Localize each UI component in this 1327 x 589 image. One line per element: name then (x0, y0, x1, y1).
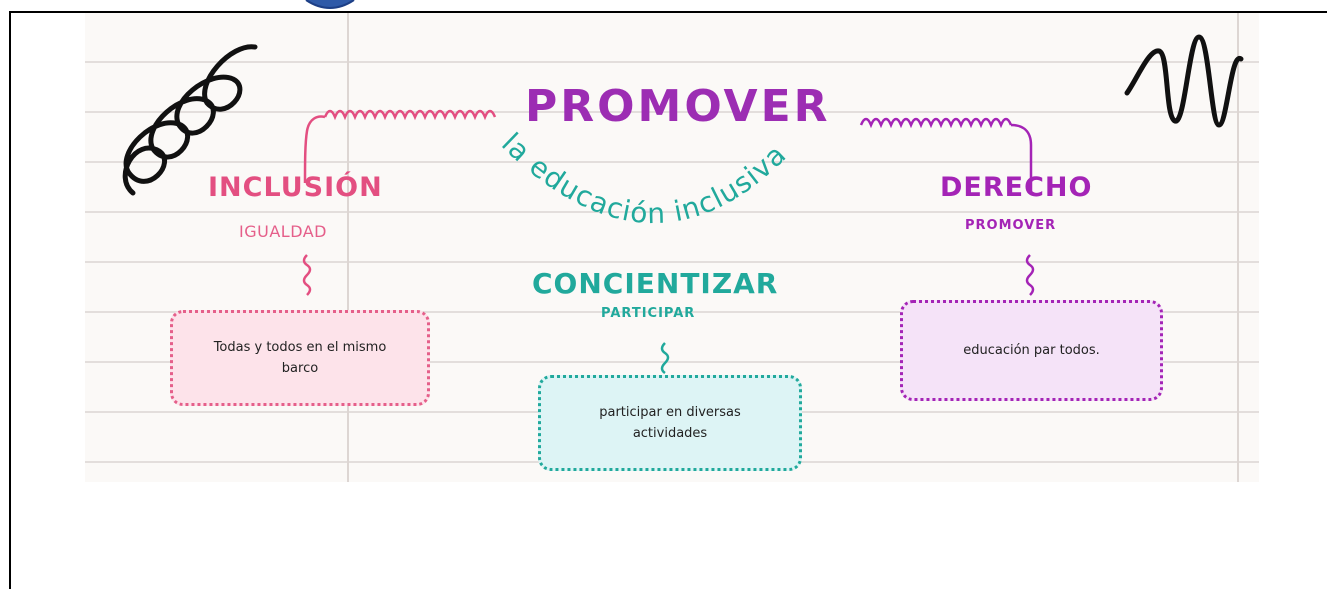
page-frame-left (9, 11, 11, 589)
curly-connector-right (1010, 123, 1033, 191)
curly-connector-right-coil (859, 117, 1013, 129)
notebook-margin-line (347, 13, 349, 482)
curly-connector-center (660, 342, 670, 375)
loop-scribble (122, 44, 258, 196)
center-node-heading: CONCIENTIZAR (532, 267, 779, 300)
mindmap-canvas: la educación inclusiva PROMOVER INCLUSIÓ… (85, 13, 1259, 482)
decorations-layer: la educación inclusiva (122, 34, 1244, 375)
center-node-sub: PARTICIPAR (601, 306, 696, 321)
curly-connector-left-coil (323, 109, 497, 121)
left-node-box-text: Todas y todos en el mismo barco (213, 340, 387, 376)
right-node-sub: PROMOVER (965, 218, 1057, 233)
left-node-box: Todas y todos en el mismo barco (170, 310, 430, 406)
center-node-box-text: participar en diversas actividades (599, 405, 741, 441)
left-node-sub: IGUALDAD (239, 222, 327, 241)
arc-subtitle: la educación inclusiva (495, 126, 793, 230)
right-node-box: educación par todos. (900, 300, 1163, 401)
curly-connector-left (303, 115, 326, 184)
zigzag-scribble (1124, 34, 1244, 128)
curly-connector-right-down (1025, 254, 1035, 296)
main-title: PROMOVER (525, 81, 831, 132)
left-node-heading: INCLUSIÓN (208, 172, 383, 203)
right-node-heading: DERECHO (940, 172, 1093, 203)
center-node-box: participar en diversas actividades (538, 375, 802, 471)
page-frame-top (10, 11, 1327, 13)
notebook-margin-line (1237, 13, 1239, 482)
curly-connector-left-down (302, 254, 312, 296)
logo-fragment (305, 0, 355, 9)
right-node-box-text: educación par todos. (963, 343, 1100, 358)
